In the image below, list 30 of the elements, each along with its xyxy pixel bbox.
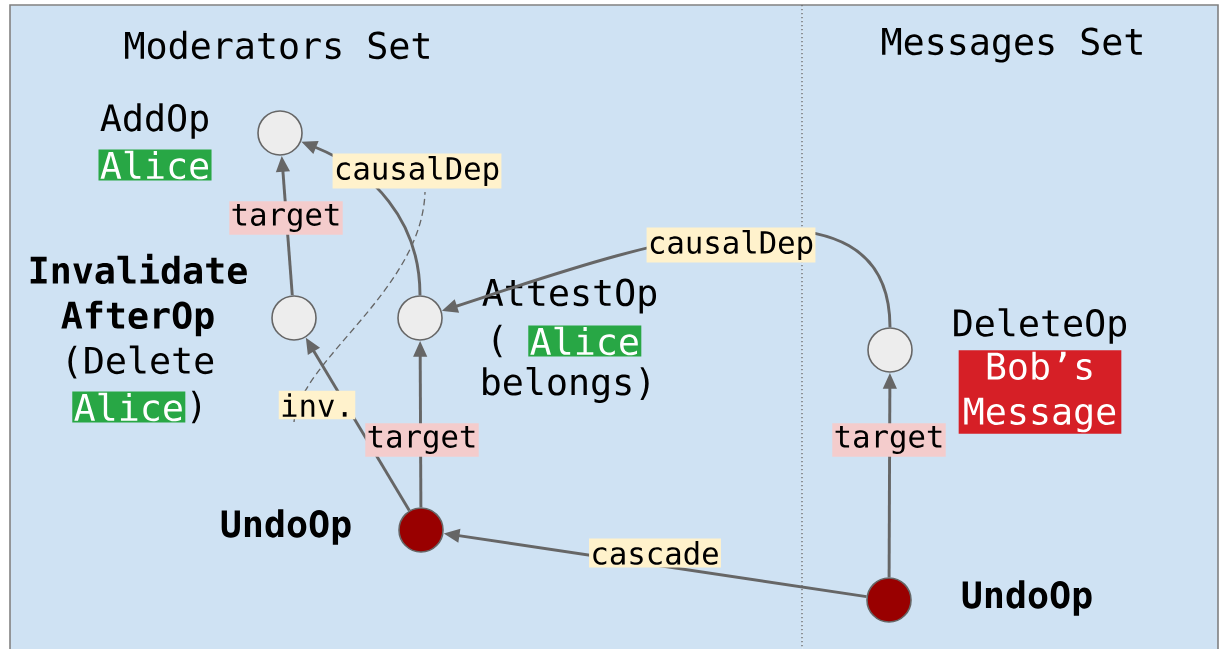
undo-circle xyxy=(398,507,444,553)
edge-label: causalDep xyxy=(646,227,816,263)
edge-label: target xyxy=(832,423,946,457)
undo-circle xyxy=(866,577,912,623)
operation-circle xyxy=(257,110,303,156)
node-label: Moderators Set xyxy=(125,30,429,60)
node-label: belongs) xyxy=(483,367,649,403)
edge-label: inv. xyxy=(278,390,356,420)
node-label: Invalidate AfterOp xyxy=(30,253,247,337)
node-label: ( xyxy=(493,324,502,358)
edge-label: causalDep xyxy=(332,153,502,189)
highlighted-name: Alice xyxy=(72,391,186,423)
node-label: AddOp xyxy=(100,103,208,139)
node-label: UndoOp xyxy=(221,509,351,545)
operation-circle xyxy=(867,327,913,373)
operation-circle xyxy=(271,295,317,341)
operation-circle xyxy=(397,295,443,341)
node-label: Messages Set xyxy=(882,27,1142,63)
node-label: DeleteOp xyxy=(954,308,1127,344)
dashed-line xyxy=(293,191,426,423)
node-label: UndoOp xyxy=(962,580,1092,616)
highlighted-name: Alice xyxy=(98,149,212,181)
highlighted-message: Bob’s Message xyxy=(958,350,1122,434)
edge-label: cascade xyxy=(589,538,721,568)
node-label: AttestOp xyxy=(482,278,657,314)
node-label: (Delete xyxy=(68,345,214,379)
edge-label: target xyxy=(229,201,343,235)
highlighted-name: Alice xyxy=(528,325,642,357)
edge-label: target xyxy=(365,423,479,457)
node-label: ) xyxy=(191,390,201,424)
